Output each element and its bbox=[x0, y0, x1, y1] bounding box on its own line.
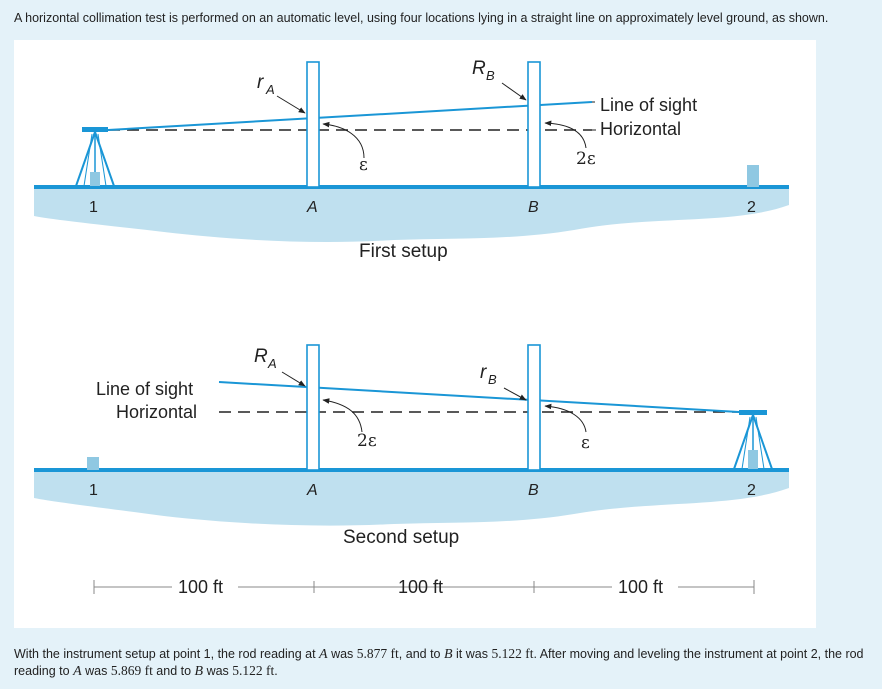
reading-label-b: R bbox=[472, 58, 486, 79]
point-1-label: 1 bbox=[89, 482, 98, 499]
error-epsilon-b: ε bbox=[581, 433, 590, 453]
spacing-label-a-b: 100 ft bbox=[398, 577, 443, 597]
collimation-test-figure: r A R B ε 2ε Line of sight Horizontal 1 … bbox=[14, 40, 816, 628]
reading-label-a: R bbox=[254, 346, 268, 367]
reading-value: 5.877 ft bbox=[356, 646, 399, 661]
point-2-label: 2 bbox=[747, 482, 756, 499]
ground-fill bbox=[34, 470, 789, 526]
line-of-sight-label: Line of sight bbox=[96, 379, 193, 399]
reading-sub-a: A bbox=[267, 356, 277, 371]
reading-label-a: r bbox=[257, 72, 264, 93]
spacing-dimension: 100 ft 100 ft 100 ft bbox=[93, 577, 755, 597]
point-2-marker bbox=[747, 165, 759, 187]
rod-b bbox=[527, 61, 541, 188]
reading-sub-b: B bbox=[486, 68, 495, 83]
problem-intro-text: A horizontal collimation test is perform… bbox=[14, 11, 829, 25]
point-1-label: 1 bbox=[89, 199, 98, 216]
spacing-label-b-2: 100 ft bbox=[618, 577, 663, 597]
second-setup-caption: Second setup bbox=[343, 527, 459, 548]
error-epsilon-a: ε bbox=[359, 155, 368, 175]
second-setup: R A r B 2ε ε Line of sight Horizontal 1 … bbox=[34, 344, 789, 548]
var-a: A bbox=[319, 647, 328, 662]
point-b-label: B bbox=[528, 199, 539, 216]
point-1-marker bbox=[87, 457, 99, 470]
level-instrument-tripod bbox=[75, 127, 115, 187]
var-b: B bbox=[194, 664, 204, 679]
error-2epsilon-b: 2ε bbox=[576, 149, 596, 169]
ground-fill bbox=[34, 187, 789, 243]
problem-data-text: With the instrument setup at point 1, th… bbox=[14, 646, 864, 679]
horizontal-label: Horizontal bbox=[116, 402, 197, 422]
point-a-label: A bbox=[306, 199, 318, 216]
point-2-label: 2 bbox=[747, 199, 756, 216]
line-of-sight bbox=[218, 381, 740, 413]
line-of-sight-label: Line of sight bbox=[600, 95, 697, 115]
horizontal-label: Horizontal bbox=[600, 119, 681, 139]
first-setup: r A R B ε 2ε Line of sight Horizontal 1 … bbox=[34, 58, 789, 262]
var-a: A bbox=[73, 664, 82, 679]
var-b: B bbox=[443, 647, 453, 662]
line-of-sight bbox=[107, 101, 593, 131]
reading-sub-a: A bbox=[265, 82, 275, 97]
error-2epsilon-a: 2ε bbox=[357, 431, 377, 451]
rod-b bbox=[527, 344, 541, 471]
spacing-label-1-a: 100 ft bbox=[178, 577, 223, 597]
point-b-label: B bbox=[528, 482, 539, 499]
collimation-diagram: r A R B ε 2ε Line of sight Horizontal 1 … bbox=[34, 58, 789, 597]
reading-label-b: r bbox=[480, 362, 487, 383]
point-a-label: A bbox=[306, 482, 318, 499]
rod-a bbox=[306, 344, 320, 471]
first-setup-caption: First setup bbox=[359, 241, 448, 262]
reading-value: 5.122 ft bbox=[232, 663, 275, 678]
level-instrument-tripod bbox=[733, 410, 773, 470]
reading-sub-b: B bbox=[488, 372, 497, 387]
reading-value: 5.122 ft bbox=[491, 646, 534, 661]
reading-value: 5.869 ft bbox=[110, 663, 153, 678]
rod-a bbox=[306, 61, 320, 188]
